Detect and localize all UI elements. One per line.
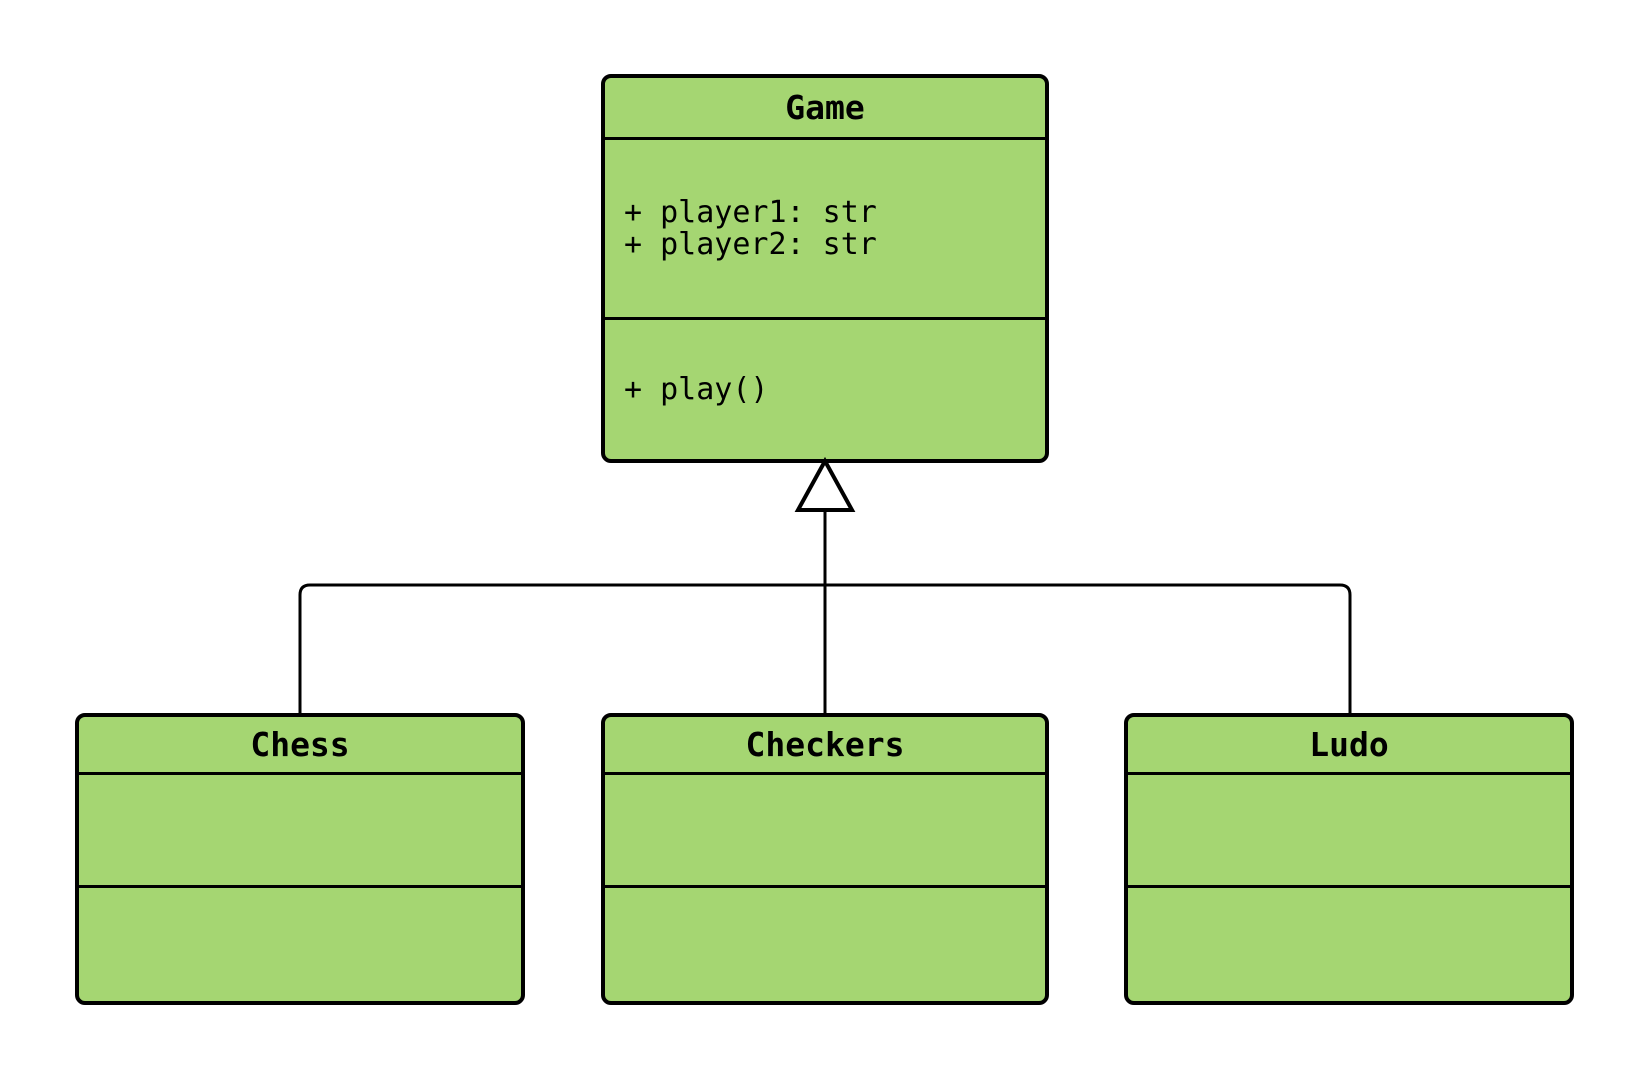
attributes-compartment: + player1: str + player2: str <box>605 140 1045 320</box>
method-line: + play() <box>624 371 769 407</box>
inheritance-arrowhead <box>794 456 856 512</box>
class-title: Ludo <box>1128 717 1570 775</box>
methods-compartment <box>79 888 521 1001</box>
class-node-ludo[interactable]: Ludo <box>1124 713 1574 1005</box>
attributes-compartment <box>1128 775 1570 888</box>
class-node-chess[interactable]: Chess <box>75 713 525 1005</box>
attribute-line: + player1: str <box>624 194 877 230</box>
class-title: Checkers <box>605 717 1045 775</box>
methods-compartment: + play() <box>605 320 1045 459</box>
methods-compartment <box>605 888 1045 1001</box>
class-node-game[interactable]: Game + player1: str + player2: str + pla… <box>601 74 1049 463</box>
class-title: Chess <box>79 717 521 775</box>
attributes-compartment <box>79 775 521 888</box>
attributes-compartment <box>605 775 1045 888</box>
inheritance-edge-chess-ludo <box>298 583 1352 715</box>
attribute-line: + player2: str <box>624 226 877 262</box>
class-title: Game <box>605 78 1045 140</box>
class-node-checkers[interactable]: Checkers <box>601 713 1049 1005</box>
methods-compartment <box>1128 888 1570 1001</box>
